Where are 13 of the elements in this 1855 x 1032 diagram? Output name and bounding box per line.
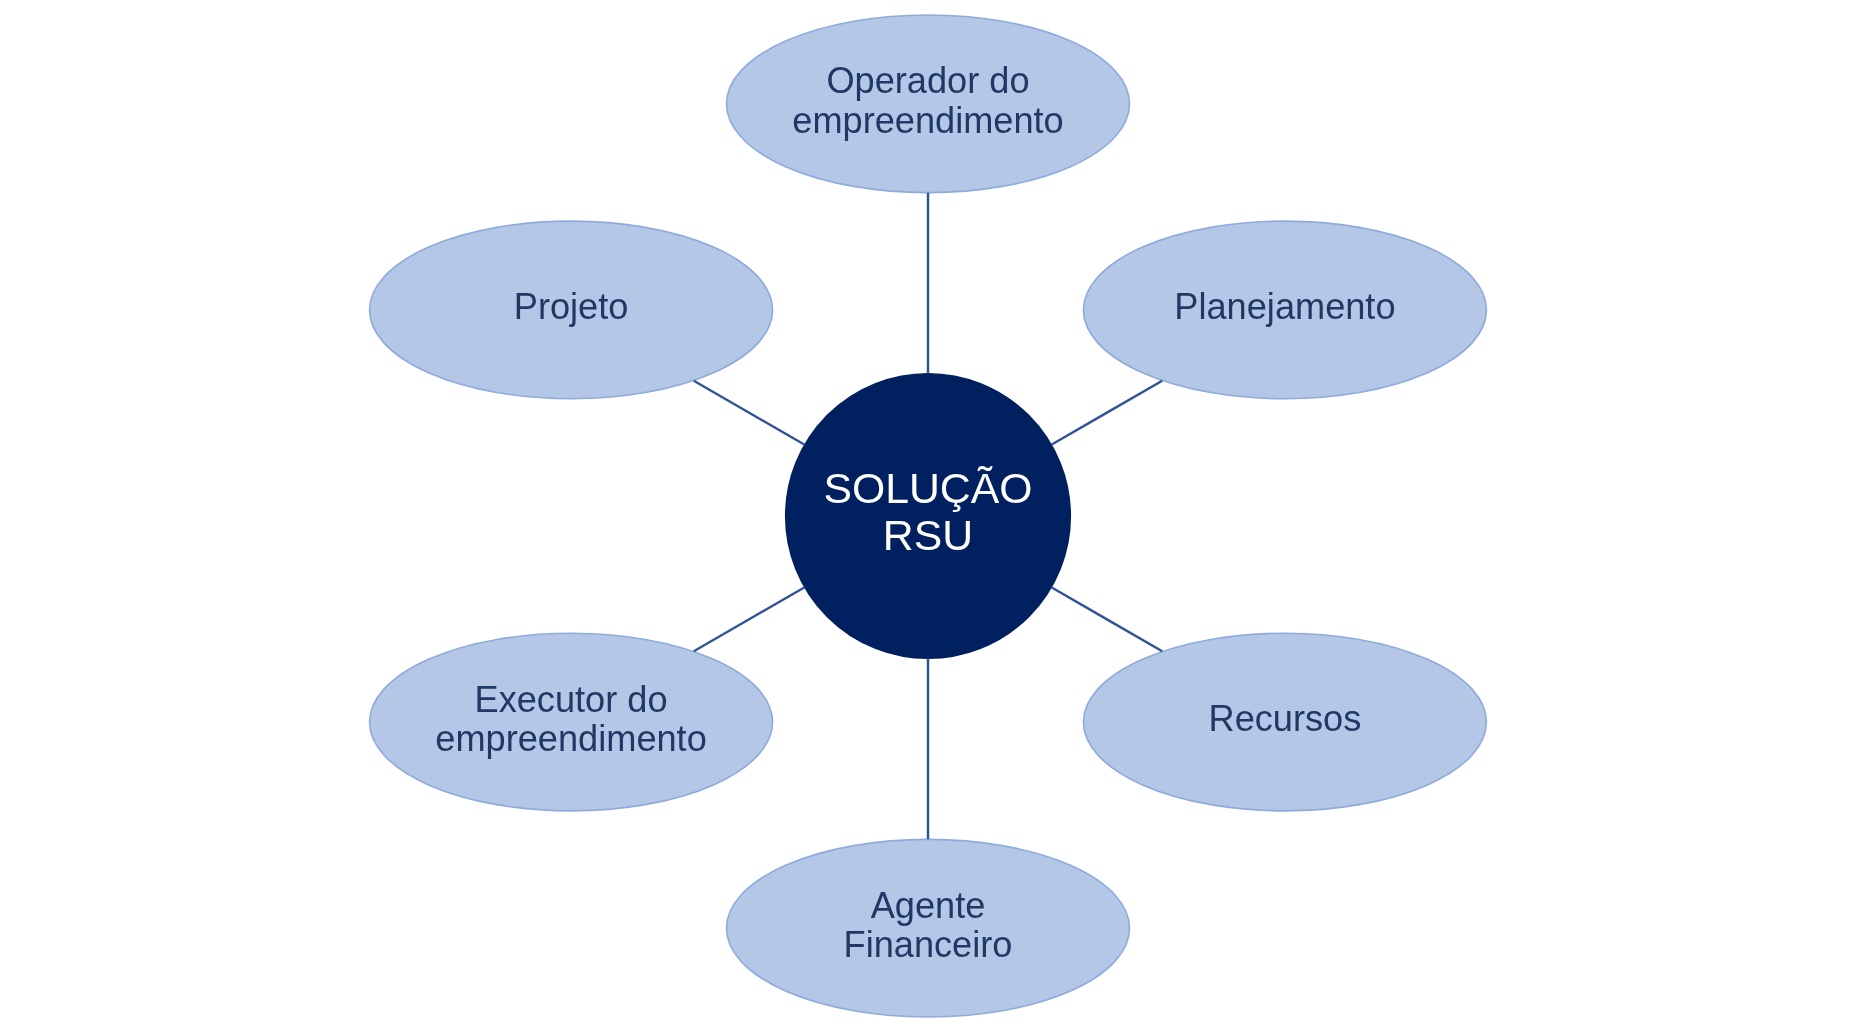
connector [926, 192, 929, 374]
node-ellipse: Agente Financeiro [725, 838, 1130, 1018]
node-circle: SOLUÇÃO RSU [784, 372, 1071, 660]
connector [692, 586, 805, 653]
connector [1050, 379, 1163, 446]
node-ellipse: Executor do empreendimento [368, 632, 773, 812]
node-ellipse: Planejamento [1082, 220, 1487, 400]
connector [692, 379, 805, 446]
node-ellipse: Operador do empreendimento [725, 14, 1130, 194]
node-ellipse: Projeto [368, 220, 773, 400]
node-ellipse: Recursos [1082, 632, 1487, 812]
connector [1050, 586, 1163, 653]
connector [926, 658, 929, 840]
